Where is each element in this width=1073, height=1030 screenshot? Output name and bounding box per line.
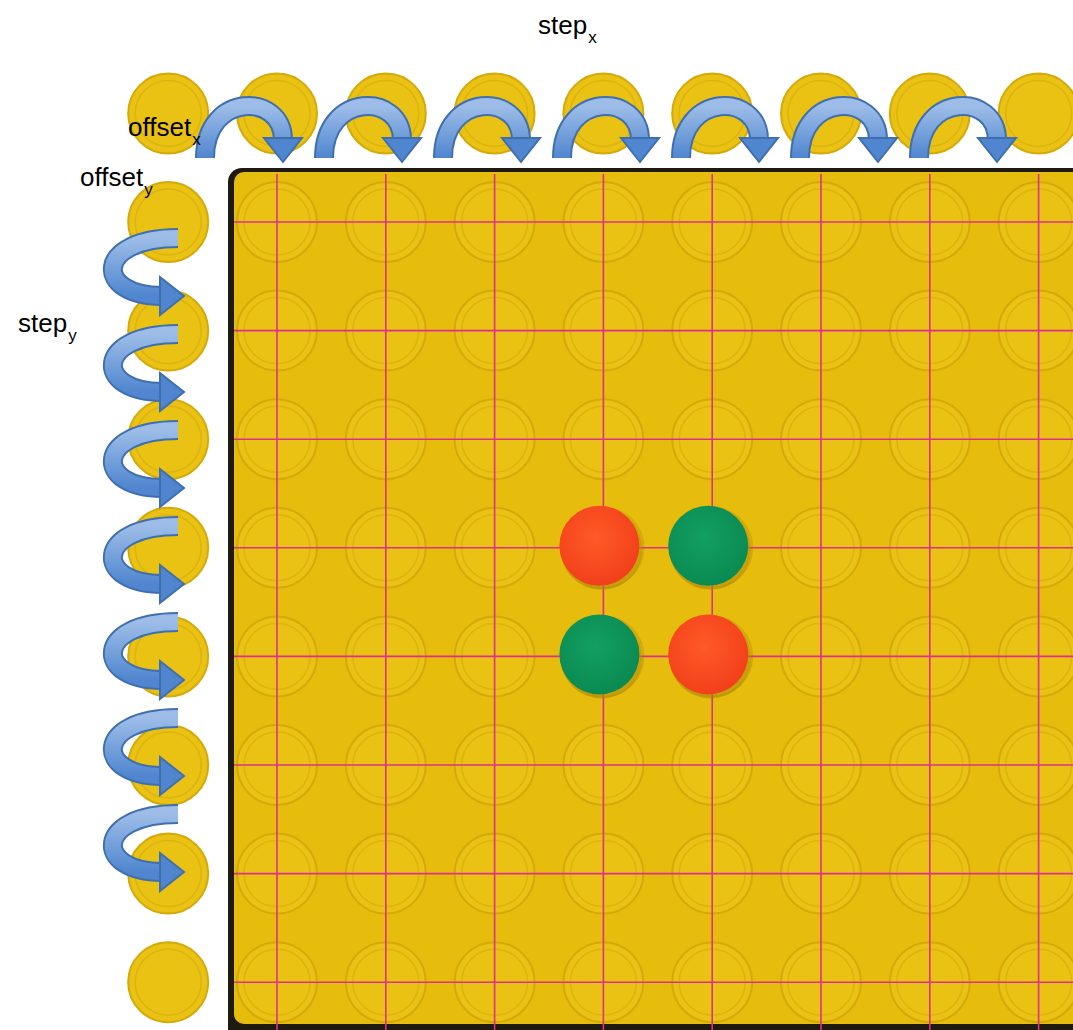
disc (559, 506, 639, 586)
disc (668, 614, 748, 694)
step-arrows-x (205, 106, 1016, 162)
grid-line (711, 174, 713, 1030)
axis-subscript: y (68, 327, 77, 344)
arrow-head (160, 853, 184, 891)
grid-line (234, 221, 1073, 223)
axis-label: offset (80, 164, 143, 190)
arrow-head (160, 373, 184, 411)
step-arrow (681, 106, 759, 158)
arrow-head (160, 757, 184, 795)
grid-line (276, 174, 278, 1030)
grid-line (234, 764, 1073, 766)
board (234, 172, 1073, 1024)
peg (128, 73, 208, 153)
axis-subscript: y (144, 181, 153, 198)
arrow-head (502, 138, 540, 162)
step-arrow (919, 106, 997, 158)
arrow-head (264, 138, 302, 162)
grid-line (929, 174, 931, 1030)
step-arrow (681, 106, 759, 158)
disc (559, 614, 639, 694)
arrow-head (621, 138, 659, 162)
step-arrow (205, 106, 283, 158)
axis-label: offset (128, 114, 191, 140)
grid-line (234, 330, 1073, 332)
axis-subscript: x (192, 131, 201, 148)
peg-ring (135, 949, 201, 1015)
step-arrow (562, 106, 640, 158)
discs (559, 506, 751, 699)
grid-line (820, 174, 822, 1030)
axis-label: step (538, 12, 587, 38)
arrow-head (160, 565, 184, 603)
arrow-head (740, 138, 778, 162)
grid-line (1038, 174, 1040, 1030)
step-arrow (562, 106, 640, 158)
peg-ring (1006, 80, 1072, 146)
grid-line (234, 547, 1073, 549)
grid-line (234, 873, 1073, 875)
step-arrow (324, 106, 402, 158)
grid-line (603, 174, 605, 1030)
step-arrow (919, 106, 997, 158)
grid-line (494, 174, 496, 1030)
arrow-head (160, 661, 184, 699)
arrow-head (859, 138, 897, 162)
peg-grid (128, 73, 1073, 1022)
grid-lines (234, 174, 1073, 1030)
step-arrow (443, 106, 521, 158)
step-arrow (205, 106, 283, 158)
step-arrow (800, 106, 878, 158)
arrow-head (160, 469, 184, 507)
grid-line (234, 981, 1073, 983)
step-arrow (800, 106, 878, 158)
arrow-head (383, 138, 421, 162)
arrow-head (978, 138, 1016, 162)
step-arrow (324, 106, 402, 158)
peg (128, 942, 208, 1022)
disc (668, 506, 748, 586)
step-arrow (443, 106, 521, 158)
axis-subscript: x (588, 29, 597, 46)
arrow-head (160, 277, 184, 315)
axis-label: step (18, 310, 67, 336)
step-arrows-y (113, 238, 184, 891)
grid-line (234, 438, 1073, 440)
grid-line (234, 656, 1073, 658)
grid-line (385, 174, 387, 1030)
